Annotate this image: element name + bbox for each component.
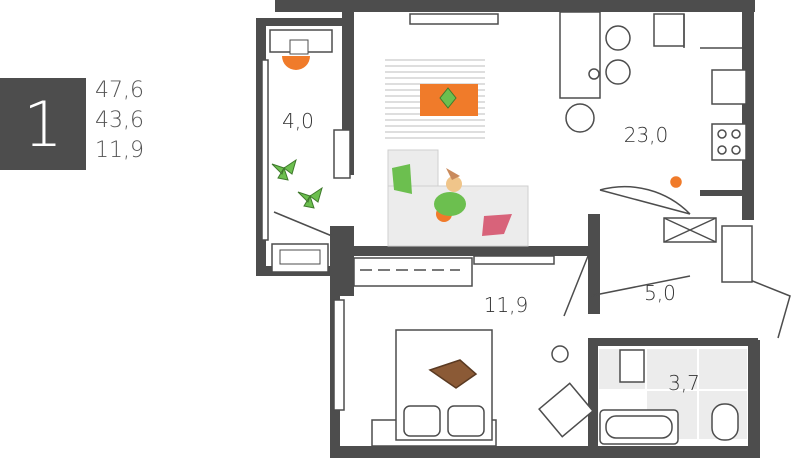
people-icon — [434, 168, 466, 222]
living-area: 43,6 — [95, 108, 144, 133]
windows — [261, 59, 351, 411]
hall-wardrobe — [353, 217, 753, 287]
doors — [273, 185, 791, 339]
rooms-count-badge: 1 — [0, 78, 86, 170]
sofa-icon — [387, 149, 529, 247]
bedroom-area: 11,9 — [484, 293, 529, 317]
balcony-furniture — [269, 29, 333, 273]
plant-icon — [271, 158, 323, 209]
table-plant-icon — [439, 87, 457, 109]
hall-area: 5,0 — [644, 281, 676, 305]
kitchen-area: 11,9 — [95, 138, 144, 163]
living-furniture — [385, 13, 529, 247]
tv-icon — [409, 13, 499, 25]
bedroom-furniture — [371, 329, 594, 447]
bathroom-fixtures — [599, 349, 739, 445]
area-summary: 47,6 43,6 11,9 — [95, 76, 144, 166]
dog-icon — [428, 359, 478, 389]
pet-icon — [670, 176, 682, 188]
balcony-area: 4,0 — [282, 109, 314, 133]
total-area: 47,6 — [95, 78, 144, 103]
living-kitchen-area: 23,0 — [624, 123, 669, 147]
kitchen-furniture — [559, 11, 747, 188]
balcony-chair-icon — [282, 56, 310, 70]
bathroom-area: 3,7 — [668, 371, 700, 395]
